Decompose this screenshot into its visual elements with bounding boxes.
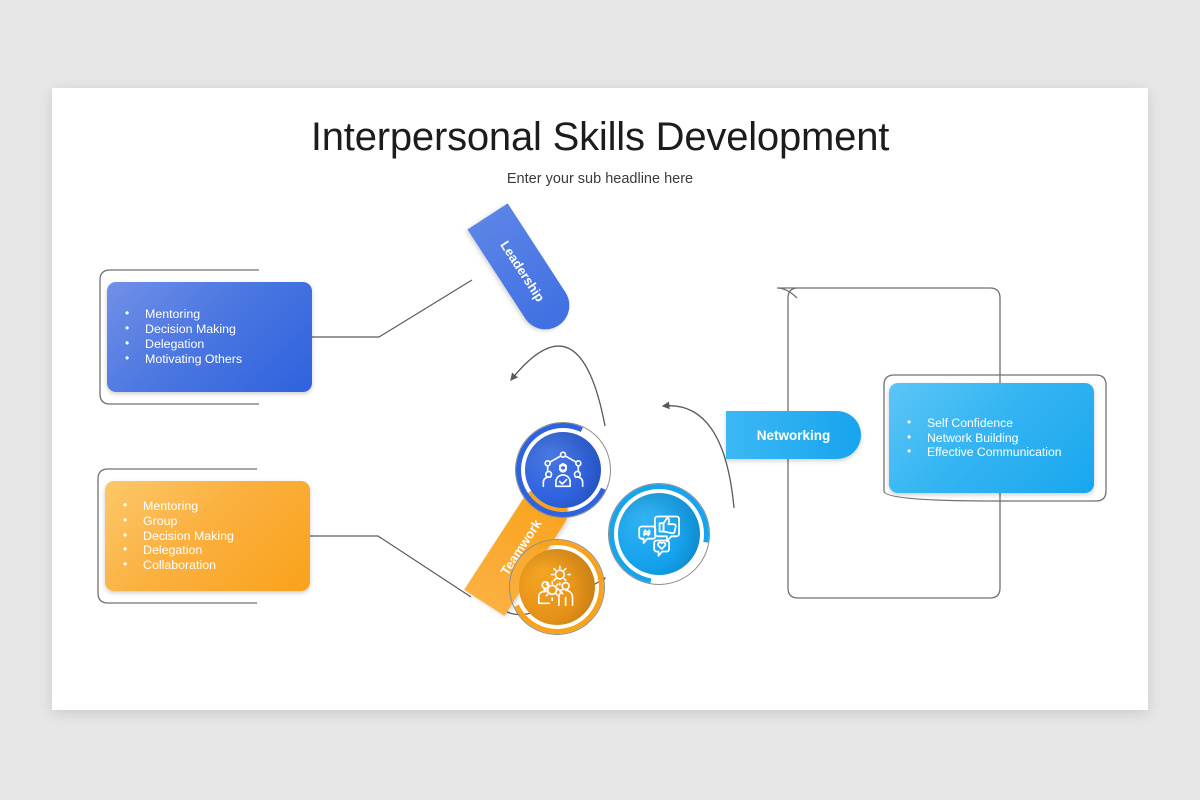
list-item: Network Building	[907, 430, 1076, 446]
list-item: Motivating Others	[125, 351, 294, 367]
list-item: Effective Communication	[907, 444, 1076, 460]
team-network-icon	[542, 451, 584, 488]
list-item: Mentoring	[125, 306, 294, 322]
page-subtitle: Enter your sub headline here	[506, 171, 694, 187]
people-gears-icon	[537, 565, 574, 607]
leadership-hub[interactable]	[502, 409, 624, 531]
hub-disk	[525, 432, 601, 508]
connector-leadership	[311, 279, 473, 338]
social-media-icon	[638, 515, 680, 557]
leadership-content-box[interactable]: Mentoring Decision Making Delegation Mot…	[107, 282, 312, 392]
networking-pill[interactable]: Networking	[726, 411, 861, 459]
connector-teamwork	[309, 535, 472, 598]
list-item: Collaboration	[123, 557, 292, 573]
bracket-leadership	[99, 269, 259, 405]
hub-outer-ring	[608, 483, 710, 585]
list-item: Delegation	[123, 542, 292, 558]
leadership-item-list: Mentoring Decision Making Delegation Mot…	[125, 306, 294, 367]
list-item: Self Confidence	[907, 415, 1076, 431]
bracket-networking-outer	[776, 287, 1001, 599]
arrow-networking	[661, 401, 735, 509]
list-item: Group	[123, 513, 292, 529]
networking-item-list: Self Confidence Network Building Effecti…	[907, 415, 1076, 461]
hub-disk	[618, 493, 700, 575]
hub-outer-ring	[515, 422, 611, 518]
bracket-networking-inner	[883, 374, 1107, 502]
slide-canvas: Interpersonal Skills Development Enter y…	[52, 88, 1148, 710]
teamwork-content-box[interactable]: Mentoring Group Decision Making Delegati…	[105, 481, 310, 591]
page-title: Interpersonal Skills Development	[310, 115, 890, 159]
list-item: Delegation	[125, 336, 294, 352]
teamwork-hub[interactable]	[496, 526, 618, 648]
bracket-teamwork	[97, 468, 257, 604]
center-social-hub[interactable]	[589, 464, 729, 604]
hub-disk	[519, 549, 595, 625]
list-item: Mentoring	[123, 498, 292, 514]
networking-pill-label: Networking	[756, 427, 831, 443]
hub-outer-ring	[509, 539, 605, 635]
list-item: Decision Making	[125, 321, 294, 337]
list-item: Decision Making	[123, 528, 292, 544]
arrow-leadership	[510, 345, 606, 427]
networking-content-box[interactable]: Self Confidence Network Building Effecti…	[889, 383, 1094, 493]
teamwork-item-list: Mentoring Group Decision Making Delegati…	[123, 498, 292, 574]
